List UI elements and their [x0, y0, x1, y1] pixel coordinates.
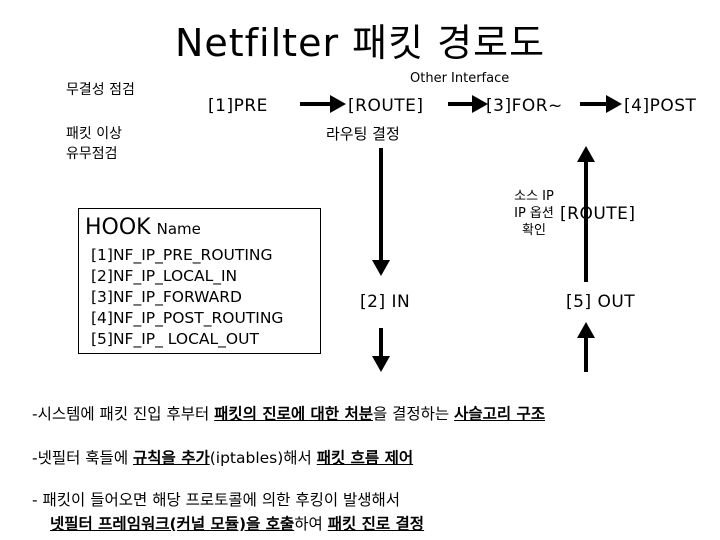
note-2-mid: (iptables)해서	[209, 449, 317, 467]
arrow-route-to-in	[372, 148, 390, 276]
anomaly-check-label-line2: 유무점검	[66, 146, 118, 162]
arrow-forward-to-post	[580, 95, 622, 113]
hook-item: [3]NF_IP_FORWARD	[91, 288, 242, 306]
note-1-emphasis-1: 패킷의 진로에 대한 처분	[214, 405, 373, 423]
note-line-1: -시스템에 패킷 진입 후부터 패킷의 진로에 대한 처분을 결정하는 사슬고리…	[32, 402, 545, 424]
routing-decision-caption: 라우팅 결정	[326, 125, 400, 143]
hook-item: [5]NF_IP_ LOCAL_OUT	[91, 330, 259, 348]
node-route-top: [ROUTE]	[348, 96, 424, 116]
arrow-pre-to-route	[300, 95, 346, 113]
note-1-prefix: -시스템에 패킷 진입 후부터	[32, 405, 215, 423]
note-2-emphasis-2: 패킷 흐름 제어	[316, 449, 414, 467]
page-title: Netfilter 패킷 경로도	[174, 21, 546, 65]
note-4-emphasis-1: 넷필터 프레임워크(커널 모듈)을 호출	[50, 515, 295, 533]
note-line-2: -넷필터 훅들에 규칙을 추가(iptables)해서 패킷 흐름 제어	[32, 446, 413, 468]
arrow-in-down	[372, 328, 390, 372]
hook-heading-sub: Name	[156, 220, 201, 238]
hook-item: [2]NF_IP_LOCAL_IN	[91, 267, 238, 285]
node-pre-routing: [1]PRE	[208, 96, 268, 116]
node-post-routing: [4]POST	[624, 96, 697, 116]
other-interface-label: Other Interface	[410, 71, 510, 86]
arrow-local-to-out	[577, 322, 595, 372]
source-ip-label-line2: IP 옵션	[514, 206, 554, 221]
node-local-in: [2] IN	[360, 292, 411, 312]
arrow-route-to-forward	[448, 95, 488, 113]
hook-name-box: HOOK Name [1]NF_IP_PRE_ROUTING [2]NF_IP_L…	[78, 208, 321, 354]
arrow-out-to-post	[577, 146, 595, 282]
hook-heading-main: HOOK	[85, 215, 151, 240]
hook-list: [1]NF_IP_PRE_ROUTING [2]NF_IP_LOCAL_IN […	[91, 245, 283, 350]
source-ip-label-line1: 소스 IP	[514, 189, 554, 204]
note-4-mid: 하여	[294, 515, 328, 533]
note-4-emphasis-2: 패킷 진로 결정	[327, 515, 425, 533]
node-local-out: [5] OUT	[566, 292, 636, 312]
note-1-mid: 을 결정하는	[372, 405, 455, 423]
node-forward: [3]FOR~	[486, 96, 563, 116]
note-2-emphasis-1: 규칙을 추가	[133, 449, 210, 467]
anomaly-check-label-line1: 패킷 이상	[66, 126, 122, 142]
hook-heading: HOOK Name	[85, 215, 201, 240]
node-route-right: [ROUTE]	[560, 204, 636, 224]
note-1-emphasis-2: 사슬고리 구조	[454, 405, 546, 423]
source-ip-label-line3: 확인	[522, 223, 546, 238]
hook-item: [4]NF_IP_POST_ROUTING	[91, 309, 284, 327]
note-line-4: 넷필터 프레임워크(커널 모듈)을 호출하여 패킷 진로 결정	[50, 512, 424, 534]
note-line-3: - 패킷이 들어오면 해당 프로토콜에 의한 후킹이 발생해서	[32, 491, 401, 509]
integrity-check-label: 무결성 점검	[66, 82, 135, 98]
note-2-prefix: -넷필터 훅들에	[32, 449, 134, 467]
hook-item: [1]NF_IP_PRE_ROUTING	[91, 246, 273, 264]
